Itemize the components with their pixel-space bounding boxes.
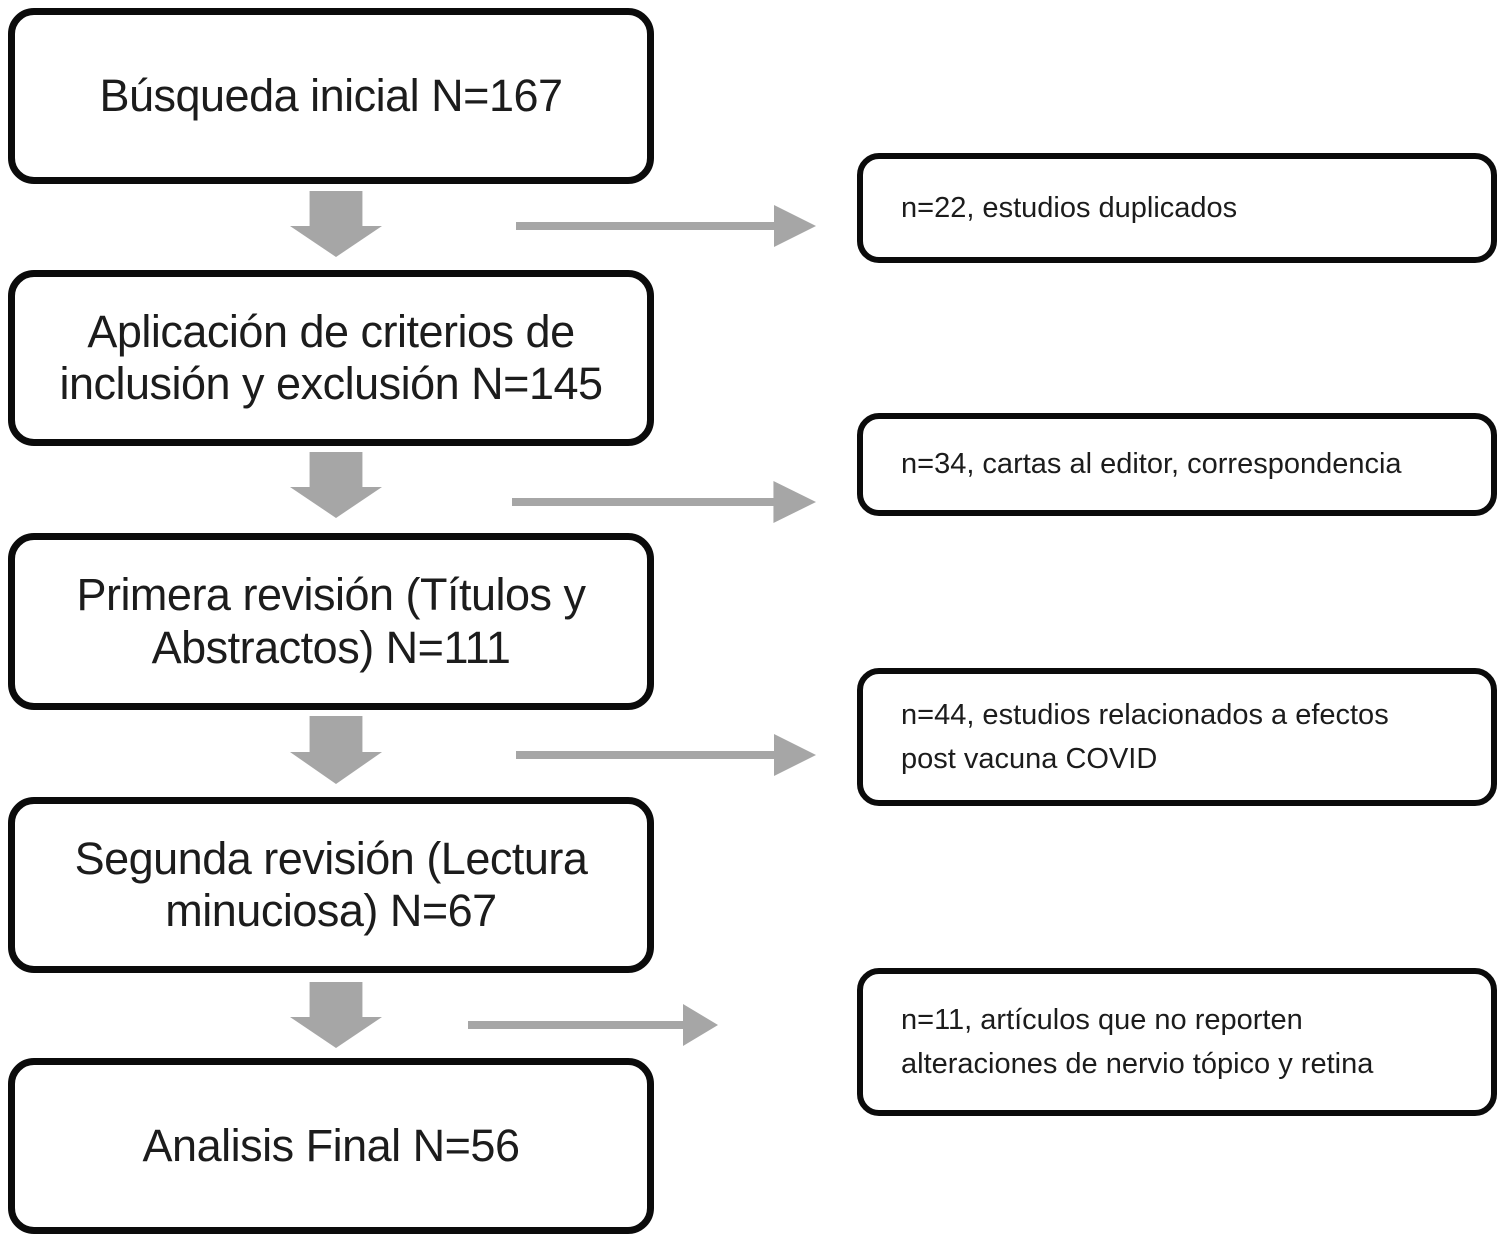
right-arrow-icon [516, 203, 816, 249]
exclusion-label: n=11, artículos que no reporten alteraci… [863, 998, 1387, 1086]
label-line: post vacuna COVID [901, 743, 1158, 775]
exclusion-box-cartas-editor: n=34, cartas al editor, correspondencia [857, 413, 1497, 516]
flow-step-primera-revision: Primera revisión (Títulos y Abstractos) … [8, 533, 654, 710]
flow-step-label: Segunda revisión (Lectura minuciosa) N=6… [75, 833, 588, 937]
down-block-arrow-icon [290, 452, 382, 518]
right-arrow-icon [468, 1002, 718, 1048]
label-line: Búsqueda inicial N=167 [99, 69, 563, 121]
exclusion-box-post-vacuna-covid: n=44, estudios relacionados a efectos po… [857, 668, 1497, 806]
right-arrow-icon [516, 732, 816, 778]
exclusion-box-no-reportan-alteraciones: n=11, artículos que no reporten alteraci… [857, 968, 1497, 1116]
label-line: n=11, artículos que no reporten [901, 1003, 1303, 1036]
down-block-arrow-icon [290, 982, 382, 1048]
label-line: n=22, estudios duplicados [901, 191, 1238, 224]
flow-step-segunda-revision: Segunda revisión (Lectura minuciosa) N=6… [8, 797, 654, 973]
down-block-arrow-icon [290, 191, 382, 257]
label-line: Aplicación de criterios de [87, 305, 575, 357]
flow-step-busqueda-inicial: Búsqueda inicial N=167 [8, 8, 654, 184]
exclusion-label: n=34, cartas al editor, correspondencia [863, 442, 1416, 486]
label-line: Segunda revisión (Lectura [74, 832, 588, 884]
label-line: Abstractos) N=111 [151, 621, 511, 673]
label-line: alteraciones de nervio tópico y retina [901, 1048, 1374, 1080]
flow-step-analisis-final: Analisis Final N=56 [8, 1058, 654, 1234]
exclusion-label: n=22, estudios duplicados [863, 186, 1251, 230]
flow-step-criterios-inclusion-exclusion: Aplicación de criterios de inclusión y e… [8, 270, 654, 446]
exclusion-box-duplicados: n=22, estudios duplicados [857, 153, 1497, 263]
right-arrow-icon [512, 479, 816, 525]
label-line: Analisis Final N=56 [142, 1119, 520, 1171]
flow-step-label: Aplicación de criterios de inclusión y e… [59, 305, 603, 410]
label-line: n=44, estudios relacionados a efectos [901, 698, 1389, 731]
label-line: Primera revisión (Títulos y [76, 569, 586, 621]
exclusion-label: n=44, estudios relacionados a efectos po… [863, 693, 1403, 781]
label-line: inclusión y exclusión N=145 [59, 358, 603, 409]
down-block-arrow-icon [290, 716, 382, 784]
flow-step-label: Búsqueda inicial N=167 [99, 69, 563, 122]
label-line: minuciosa) N=67 [165, 885, 497, 936]
flow-step-label: Analisis Final N=56 [143, 1120, 520, 1172]
flow-step-label: Primera revisión (Títulos y Abstractos) … [76, 569, 586, 673]
label-line: n=34, cartas al editor, correspondencia [901, 448, 1402, 481]
